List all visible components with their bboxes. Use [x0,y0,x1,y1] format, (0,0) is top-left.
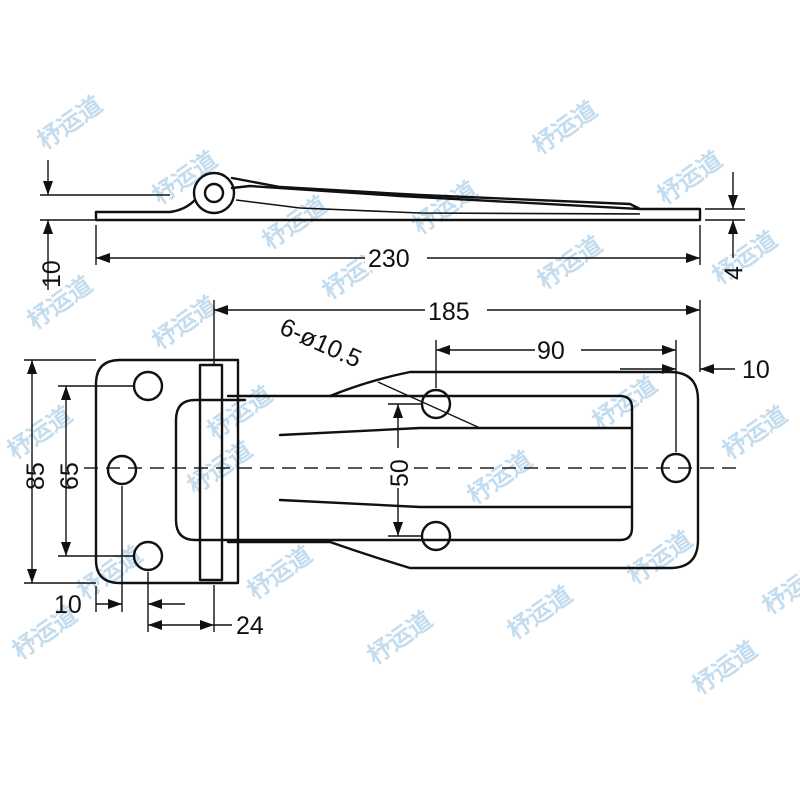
raised-slot [174,394,634,542]
dim-height-outer: 85 [22,462,50,490]
dim-hole-span: 185 [428,298,470,326]
slot-ridge-top [278,426,634,437]
watermark: 杼运道 [32,91,107,155]
mounting-hole [132,370,164,402]
watermark: 杼运道 [242,541,317,605]
side-leaf-inner [235,199,641,215]
dim-thickness-left: 10 [38,260,66,288]
watermark: 杼运道 [717,401,792,465]
dim-left-width: 24 [236,612,264,640]
watermark: 杼运道 [687,636,762,700]
mounting-hole [106,454,138,486]
left-leaf-plate [94,358,240,585]
dim-end-offset: 10 [742,356,770,384]
dim-thickness-right: 4 [720,266,748,280]
mounting-hole [660,452,692,484]
side-dimensions: 10 230 4 [38,160,748,290]
watermark: 杼运道 [362,606,437,670]
watermark: 杼运道 [502,581,577,645]
watermark: 杼运道 [407,176,482,240]
knuckle-inner [203,182,225,204]
watermark: 杼运道 [587,371,662,435]
mounting-hole [420,520,452,552]
top-dimensions: 185 90 10 6-ø10.5 85 65 [22,294,770,640]
knuckle-outer [192,171,236,215]
dim-slot-length: 90 [537,337,565,365]
knuckle-band [198,363,224,582]
watermark: 杼运道 [757,556,800,620]
dim-holes-callout: 6-ø10.5 [276,313,366,374]
watermark: 杼运道 [652,146,727,210]
watermark: 杼运道 [532,231,607,295]
watermark: 杼运道 [527,96,602,160]
right-leaf-outline [226,370,700,570]
watermark: 杼运道 [462,446,537,510]
watermark: 杼运道 [147,291,222,355]
dim-left-offset: 10 [54,591,82,619]
dim-slot-height: 50 [386,459,414,487]
dim-total-length: 230 [368,245,410,273]
side-leaf-lower [94,198,197,214]
top-view [84,358,740,585]
side-leaf-upper [230,176,642,211]
watermark: 杼运道 [257,191,332,255]
side-base-plate [94,184,702,222]
watermark: 杼运道 [202,381,277,445]
side-view [94,171,702,222]
slot-ridge-bottom [278,498,634,509]
watermark: 杼运道 [622,526,697,590]
dim-height-inner: 65 [56,462,84,490]
